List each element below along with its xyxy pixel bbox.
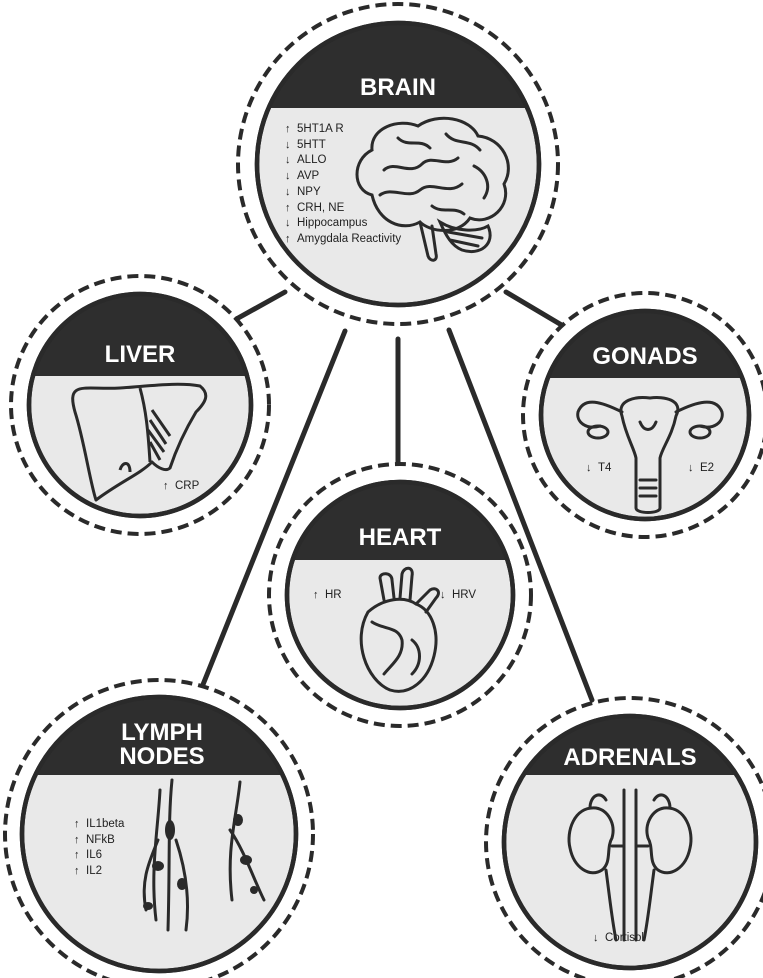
brain-marker-item: ↓ALLO: [285, 153, 401, 169]
brain-marker-item: ↑Amygdala Reactivity: [285, 232, 401, 248]
gonads-title: GONADS: [592, 343, 697, 370]
arrow-down-icon: ↓: [285, 138, 297, 154]
liver-crp-label: CRP: [175, 480, 199, 492]
gonads-t4-arrow-icon: ↓: [586, 462, 598, 474]
liver-title: LIVER: [105, 341, 176, 368]
brain-marker-label: Hippocampus: [297, 217, 367, 229]
brain-marker-label: Amygdala Reactivity: [297, 233, 401, 245]
arrow-up-icon: ↑: [74, 817, 86, 833]
arrow-down-icon: ↓: [285, 169, 297, 185]
lymph-marker-label: IL1beta: [86, 818, 124, 830]
brain-marker-label: ALLO: [297, 154, 326, 166]
liver-marker-crp: ↑CRP: [163, 480, 199, 492]
brain-marker-label: 5HT1A R: [297, 123, 344, 135]
heart-hrv-arrow-icon: ↓: [440, 589, 452, 601]
lymph-marker-item: ↑NFkB: [74, 833, 124, 849]
brain-marker-item: ↓Hippocampus: [285, 216, 401, 232]
arrow-up-icon: ↑: [74, 848, 86, 864]
brain-marker-list: ↑5HT1A R↓5HTT↓ALLO↓AVP↓NPY↑CRH, NE↓Hippo…: [285, 122, 401, 248]
brain-marker-label: NPY: [297, 186, 321, 198]
gonads-e2-label: E2: [700, 462, 714, 474]
lymph-marker-item: ↑IL6: [74, 848, 124, 864]
brain-marker-item: ↓NPY: [285, 185, 401, 201]
brain-marker-item: ↓AVP: [285, 169, 401, 185]
lymph-marker-item: ↑IL1beta: [74, 817, 124, 833]
lymph-marker-label: IL2: [86, 865, 102, 877]
brain-marker-item: ↓5HTT: [285, 138, 401, 154]
lymph-title-line2: NODES: [119, 743, 204, 770]
brain-marker-item: ↑5HT1A R: [285, 122, 401, 138]
arrow-down-icon: ↓: [285, 216, 297, 232]
arrow-up-icon: ↑: [285, 201, 297, 217]
liver-node: LIVER: [11, 276, 269, 534]
lymph-node: LYMPH NODES: [5, 680, 313, 978]
lymph-marker-label: IL6: [86, 849, 102, 861]
gonads-node: GONADS: [523, 293, 763, 537]
brain-marker-label: CRH, NE: [297, 202, 344, 214]
brain-title: BRAIN: [360, 74, 436, 101]
arrow-down-icon: ↓: [285, 153, 297, 169]
lymph-marker-list: ↑IL1beta↑NFkB↑IL6↑IL2: [74, 817, 124, 880]
brain-marker-label: AVP: [297, 170, 319, 182]
adrenals-cortisol-arrow-icon: ↓: [593, 932, 605, 944]
liver-crp-arrow-icon: ↑: [163, 480, 175, 492]
gonads-t4-label: T4: [598, 462, 611, 474]
heart-marker-hrv: ↓HRV: [440, 589, 476, 601]
heart-node: HEART: [269, 464, 531, 726]
heart-title: HEART: [359, 524, 442, 551]
heart-hr-arrow-icon: ↑: [313, 589, 325, 601]
arrow-up-icon: ↑: [74, 833, 86, 849]
heart-hrv-label: HRV: [452, 589, 476, 601]
adrenals-marker-cortisol: ↓Cortisol: [593, 932, 644, 944]
lymph-marker-label: NFkB: [86, 834, 115, 846]
brain-marker-item: ↑CRH, NE: [285, 201, 401, 217]
arrow-up-icon: ↑: [74, 864, 86, 880]
arrow-up-icon: ↑: [285, 232, 297, 248]
gonads-marker-e2: ↓E2: [688, 462, 714, 474]
lymph-marker-item: ↑IL2: [74, 864, 124, 880]
heart-hr-label: HR: [325, 589, 342, 601]
heart-marker-hr: ↑HR: [313, 589, 342, 601]
lymph-title-line1: LYMPH: [121, 719, 203, 746]
arrow-down-icon: ↓: [285, 185, 297, 201]
arrow-up-icon: ↑: [285, 122, 297, 138]
gonads-marker-t4: ↓T4: [586, 462, 611, 474]
adrenals-title: ADRENALS: [563, 744, 696, 771]
connector-gonads: [506, 292, 570, 330]
adrenals-cortisol-label: Cortisol: [605, 932, 644, 944]
gonads-e2-arrow-icon: ↓: [688, 462, 700, 474]
brain-marker-label: 5HTT: [297, 139, 326, 151]
